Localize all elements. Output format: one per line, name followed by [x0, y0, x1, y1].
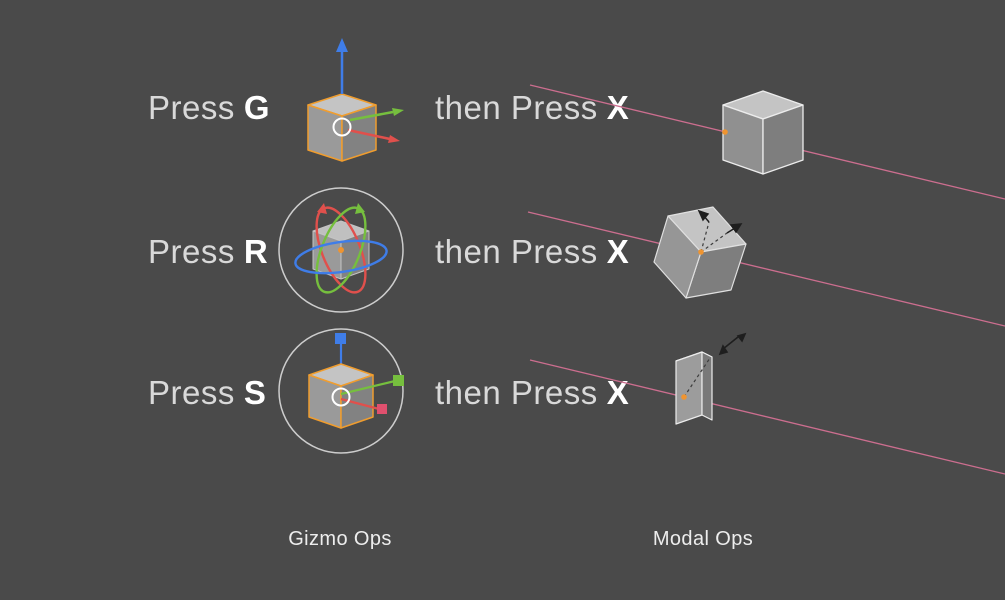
rotation-guide-lines	[700, 221, 728, 253]
modal-ops-caption: Modal Ops	[652, 528, 754, 550]
translate-gizmo-icon	[307, 38, 404, 162]
gizmo-outer-circle	[278, 187, 404, 313]
z-axis-arrow-icon	[336, 38, 348, 94]
x-axis-arrow-icon	[347, 128, 400, 143]
key-s: S	[243, 374, 267, 411]
gizmo-outer-circle	[278, 328, 404, 454]
x-scale-handle-icon	[340, 397, 387, 414]
key-r: R	[243, 233, 269, 270]
key-g: G	[243, 89, 271, 126]
press-word: Press	[148, 374, 235, 411]
y-axis-arrow-icon	[349, 108, 404, 122]
z-rotation-ring-icon	[294, 239, 388, 275]
y-scale-handle-icon	[340, 375, 404, 396]
origin-dot	[698, 249, 704, 255]
key-x: X	[606, 374, 630, 411]
result-scaled-cube	[675, 351, 713, 425]
modal-scale-result-icon	[529, 332, 1005, 475]
scale-guide-line	[683, 357, 711, 398]
gizmo-cube	[308, 363, 374, 429]
rotation-arrows-icon	[697, 209, 743, 234]
modal-rotate-result-icon	[527, 206, 1005, 327]
press-word: Press	[148, 89, 235, 126]
then-press-word: then Press	[435, 233, 598, 270]
origin-dot	[722, 129, 728, 135]
gizmo-center-circle	[332, 117, 352, 137]
rotate-gizmo-icon	[278, 187, 404, 313]
gizmo-center-circle	[331, 387, 351, 407]
then-press-word: then Press	[435, 374, 598, 411]
gizmo-ops-caption: Gizmo Ops	[288, 528, 392, 550]
origin-dot	[681, 394, 687, 400]
modal-translate-result-icon	[529, 84, 1005, 200]
key-x: X	[606, 233, 630, 270]
x-constraint-axis-line	[527, 211, 1005, 327]
scale-gizmo-icon	[278, 328, 404, 454]
y-ring-arrowhead	[355, 203, 365, 214]
scale-double-arrow-icon	[718, 332, 747, 356]
press-word: Press	[148, 233, 235, 270]
x-ring-arrowhead	[317, 203, 327, 214]
origin-dot	[338, 247, 344, 253]
x-constraint-axis-line	[529, 359, 1005, 475]
result-cube	[722, 90, 804, 175]
gizmo-cube	[307, 93, 377, 162]
key-x: X	[606, 89, 630, 126]
